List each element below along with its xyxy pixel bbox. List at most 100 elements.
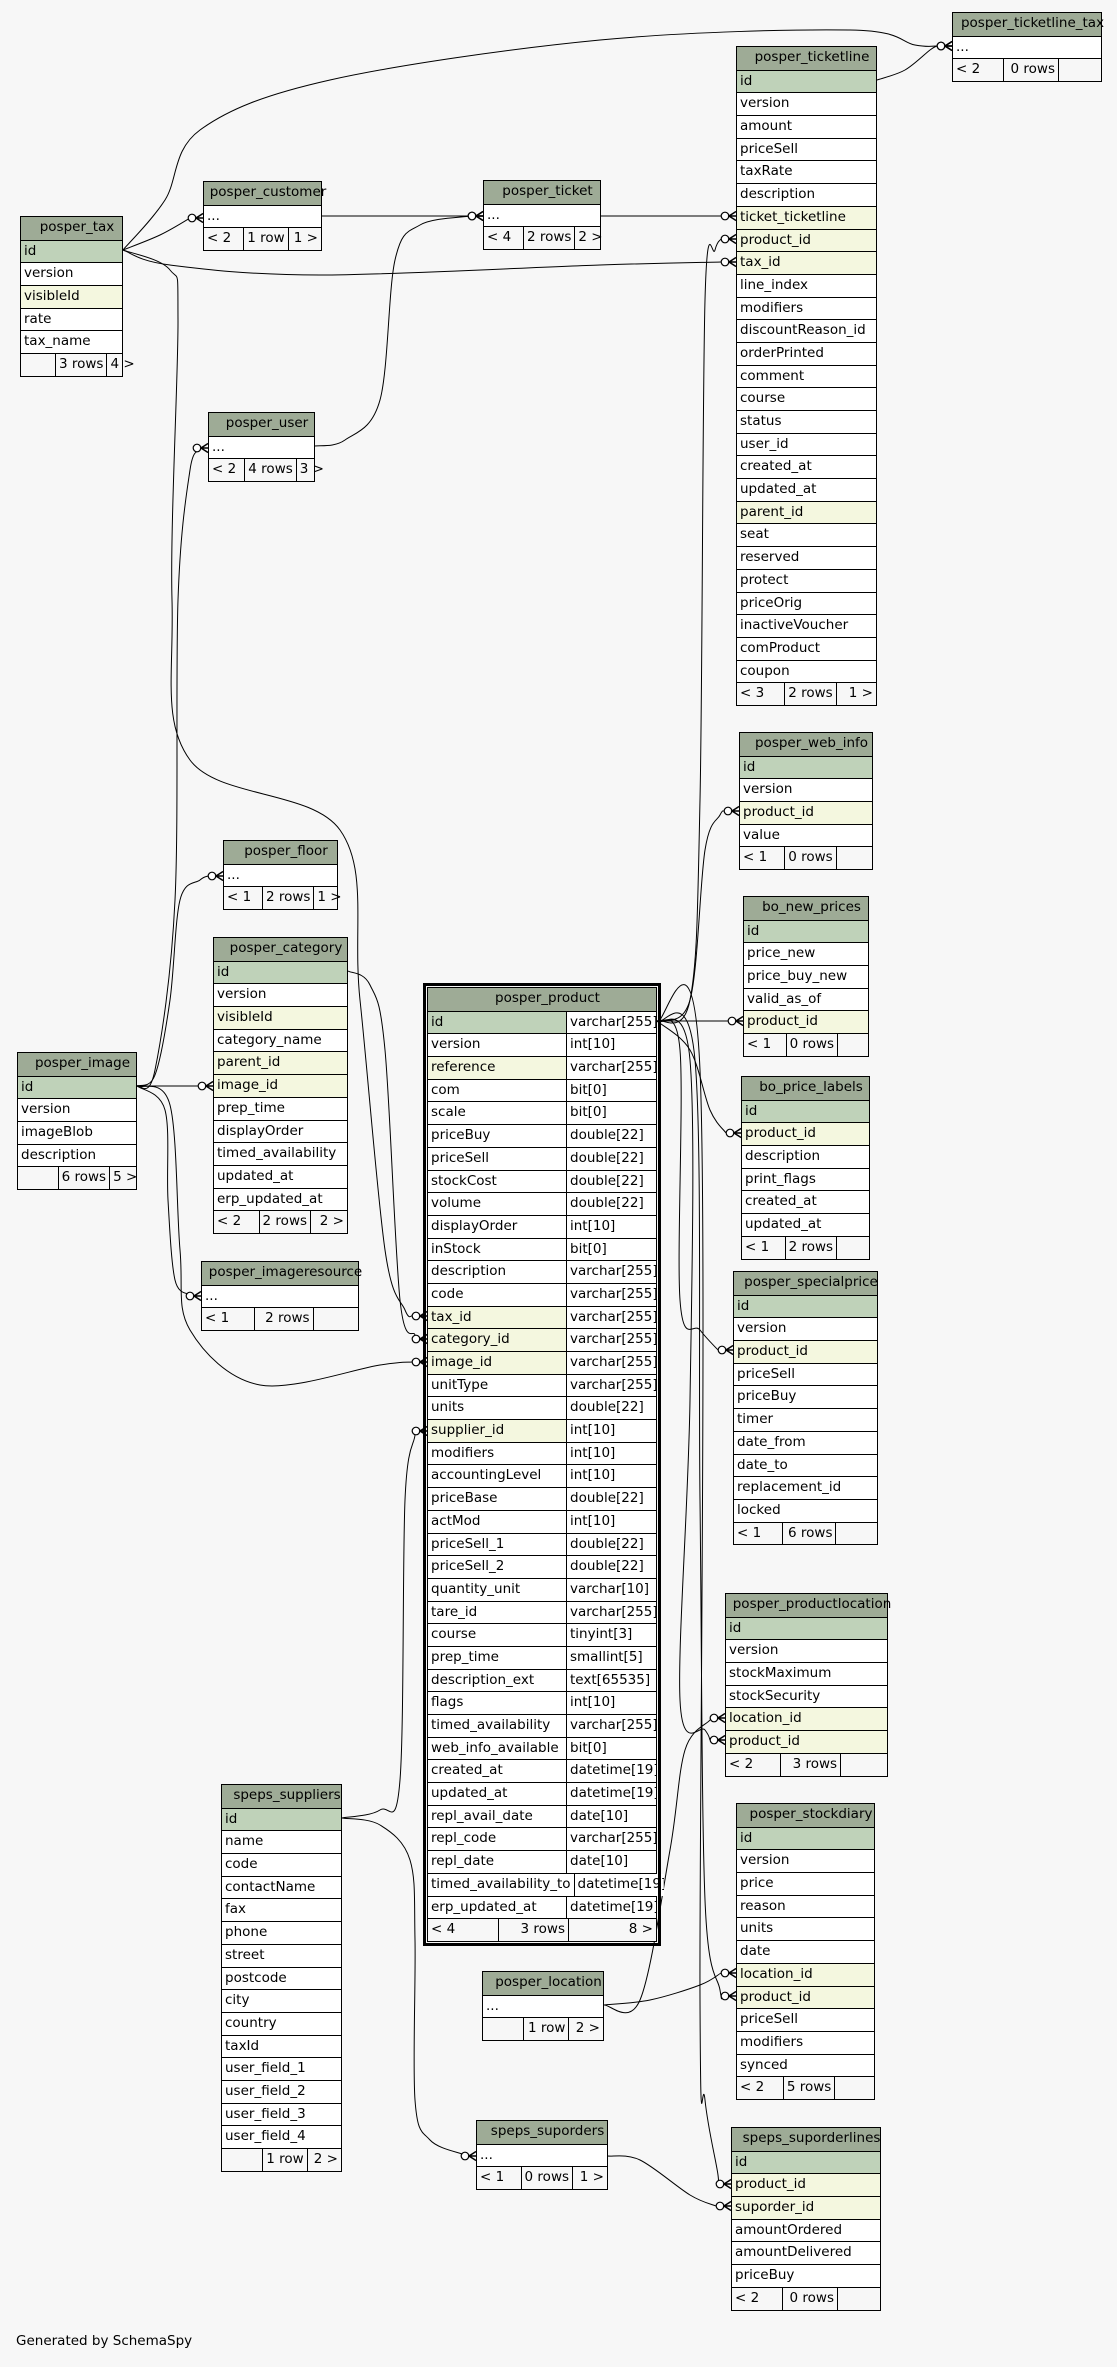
parents-count[interactable]: < 1: [480, 2169, 505, 2186]
column-row[interactable]: amountDelivered: [732, 2241, 880, 2264]
parents-count[interactable]: [18, 1167, 58, 1189]
column-row[interactable]: stockMaximum: [726, 1662, 887, 1685]
column-row[interactable]: priceBuy: [732, 2264, 880, 2287]
column-row[interactable]: image_id: [214, 1074, 347, 1097]
column-row[interactable]: city: [222, 1989, 341, 2012]
column-row[interactable]: description: [18, 1143, 136, 1167]
column-row[interactable]: product_id: [740, 801, 872, 824]
parents-count[interactable]: < 1: [227, 889, 252, 906]
parents-count[interactable]: < 2: [207, 230, 232, 247]
parents-count[interactable]: < 4: [487, 229, 512, 246]
table-header[interactable]: speps_suporders: [477, 2121, 607, 2144]
column-row[interactable]: user_id: [737, 432, 876, 456]
column-row[interactable]: course: [737, 387, 876, 410]
parents-count[interactable]: < 2: [735, 2289, 760, 2306]
column-row[interactable]: comment: [737, 364, 876, 388]
children-count[interactable]: [837, 2287, 880, 2310]
column-row[interactable]: version: [214, 983, 347, 1006]
column-row[interactable]: line_index: [737, 273, 876, 297]
children-count[interactable]: [1058, 59, 1101, 82]
table-header[interactable]: bo_new_prices: [744, 897, 868, 920]
column-row[interactable]: price_new: [744, 942, 868, 965]
column-row[interactable]: product_id: [737, 228, 876, 252]
column-row[interactable]: postcode: [222, 1966, 341, 1990]
table-header[interactable]: speps_suporderlines: [732, 2128, 880, 2151]
column-row[interactable]: priceSell: [737, 137, 876, 161]
children-count[interactable]: 2 >: [574, 227, 605, 250]
table-header[interactable]: speps_suppliers: [222, 1785, 341, 1808]
column-row[interactable]: product_id: [726, 1730, 887, 1753]
column-row[interactable]: tax_name: [21, 330, 122, 353]
column-row[interactable]: id: [737, 1826, 874, 1850]
column-row[interactable]: modifiers: [737, 2030, 874, 2054]
column-row[interactable]: description: [742, 1145, 869, 1168]
table-header[interactable]: posper_ticketline: [737, 47, 876, 70]
children-count[interactable]: 5 >: [109, 1167, 140, 1190]
children-count[interactable]: 3 >: [295, 459, 327, 482]
children-count[interactable]: 2 >: [310, 1211, 347, 1233]
column-row[interactable]: date: [737, 1940, 874, 1963]
children-count[interactable]: 4 >: [106, 354, 137, 376]
parents-count[interactable]: < 2: [217, 1213, 242, 1230]
column-row[interactable]: street: [222, 1943, 341, 1967]
table-header[interactable]: posper_specialprice: [734, 1272, 878, 1295]
column-row[interactable]: product_id: [732, 2173, 880, 2197]
parents-count[interactable]: < 2: [956, 61, 981, 78]
column-row[interactable]: user_field_2: [222, 2079, 341, 2103]
table-header[interactable]: posper_location: [483, 1972, 603, 1995]
column-row[interactable]: id: [742, 1099, 869, 1123]
children-count[interactable]: 1 >: [313, 887, 344, 910]
children-count[interactable]: [312, 1308, 358, 1331]
column-row[interactable]: rate: [21, 307, 122, 331]
column-row[interactable]: discountReason_id: [737, 319, 876, 342]
column-row[interactable]: suporder_id: [732, 2196, 880, 2219]
column-row[interactable]: units: [737, 1917, 874, 1940]
column-row[interactable]: status: [737, 410, 876, 433]
column-row[interactable]: phone: [222, 1921, 341, 1944]
table-header[interactable]: posper_category: [214, 938, 347, 961]
parents-count[interactable]: < 1: [743, 849, 768, 866]
column-row[interactable]: erp_updated_at: [214, 1187, 347, 1211]
parents-count[interactable]: < 3: [740, 685, 765, 702]
table-header[interactable]: posper_floor: [224, 841, 337, 864]
children-count[interactable]: 8 >: [568, 1919, 656, 1941]
column-row[interactable]: category_name: [214, 1028, 347, 1052]
column-row[interactable]: location_id: [737, 1962, 874, 1986]
column-row[interactable]: version: [737, 92, 876, 115]
column-row[interactable]: print_flags: [742, 1167, 869, 1191]
column-row[interactable]: name: [222, 1830, 341, 1853]
parents-count[interactable]: < 1: [747, 1036, 772, 1053]
column-row[interactable]: date_to: [734, 1453, 877, 1477]
column-row[interactable]: priceOrig: [737, 591, 876, 615]
column-row[interactable]: id: [726, 1616, 887, 1640]
column-row[interactable]: product_id: [744, 1010, 868, 1034]
children-count[interactable]: 1 >: [835, 683, 876, 705]
table-header[interactable]: posper_tax: [21, 217, 122, 240]
children-count[interactable]: [834, 2077, 874, 2099]
column-row[interactable]: locked: [734, 1498, 877, 1522]
column-row[interactable]: updated_at: [214, 1164, 347, 1188]
